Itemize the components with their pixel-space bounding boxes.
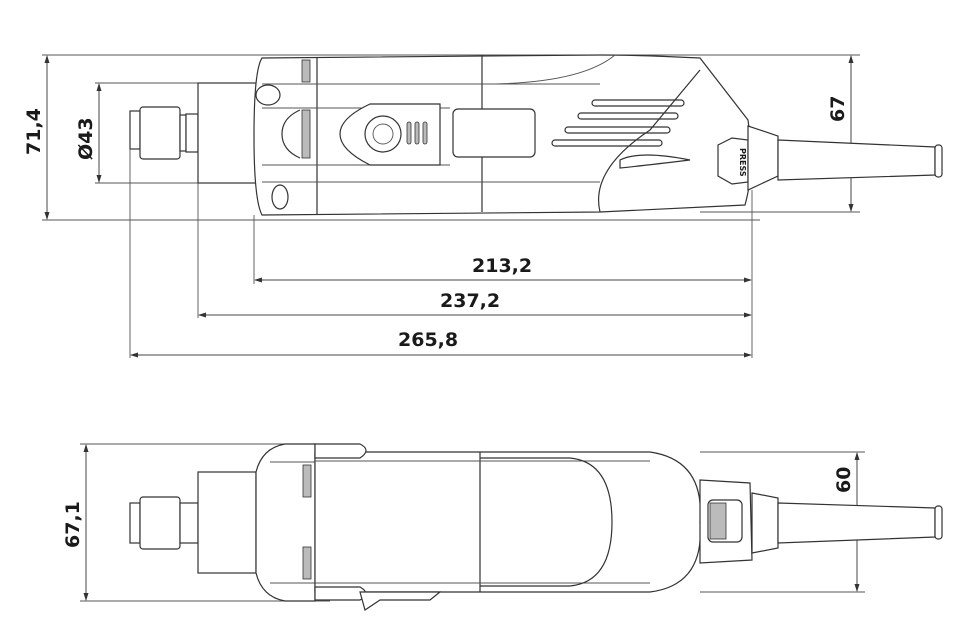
side-view: PRESS 71,4 Ø43 67 213,2 237,2 265,8 xyxy=(23,54,943,358)
top-view: 67,1 60 xyxy=(62,443,943,611)
collet-body xyxy=(139,106,181,160)
speed-window xyxy=(452,108,536,158)
strain-relief xyxy=(747,125,779,191)
dimension-label-237-2: 237,2 xyxy=(440,290,500,312)
motor-housing-plan xyxy=(314,451,702,593)
dimension-label-265-8: 265,8 xyxy=(398,329,458,351)
lock-button: PRESS xyxy=(717,137,749,185)
dimension-label-71-4: 71,4 xyxy=(23,108,45,155)
collar xyxy=(197,82,257,184)
collar-plan xyxy=(197,471,257,574)
dimension-label-diameter-43: Ø43 xyxy=(75,117,97,160)
dimension-label-60: 60 xyxy=(833,467,855,493)
dimension-label-67: 67 xyxy=(827,96,849,122)
collet-nut xyxy=(129,110,141,150)
dimension-label-67-1: 67,1 xyxy=(62,501,84,548)
dimension-label-213-2: 213,2 xyxy=(472,255,532,277)
power-cable xyxy=(777,139,936,181)
vent-slots xyxy=(551,99,691,169)
press-label: PRESS xyxy=(738,148,747,177)
